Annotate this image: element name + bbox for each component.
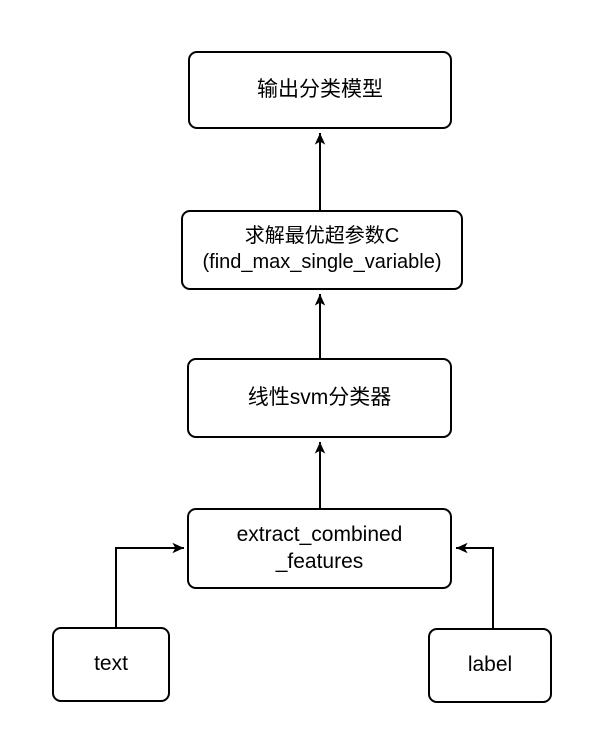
node-find-best-c-label-line2: (find_max_single_variable) — [202, 251, 442, 273]
node-find-best-c-label-line1: 求解最优超参数C — [244, 225, 400, 248]
node-extract-features-label-line2: _features — [275, 549, 364, 573]
node-extract-features-label-line1: extract_combined — [236, 522, 403, 546]
node-label-input-label: label — [467, 653, 513, 677]
edge-label-to-extract-arrow — [456, 542, 494, 628]
node-linear-svm-label: 线性svm分类器 — [247, 385, 392, 409]
node-output-model: 输出分类模型 — [188, 51, 452, 129]
node-text-input-label: text — [94, 652, 128, 676]
node-text-input: text — [52, 627, 170, 702]
node-label-input: label — [428, 628, 552, 703]
node-output-model-label: 输出分类模型 — [257, 77, 383, 101]
edge-text-to-extract-arrow — [115, 542, 184, 627]
node-extract-features: extract_combined _features — [187, 508, 452, 589]
node-linear-svm: 线性svm分类器 — [187, 358, 452, 438]
node-find-best-c: 求解最优超参数C (find_max_single_variable) — [181, 210, 463, 290]
